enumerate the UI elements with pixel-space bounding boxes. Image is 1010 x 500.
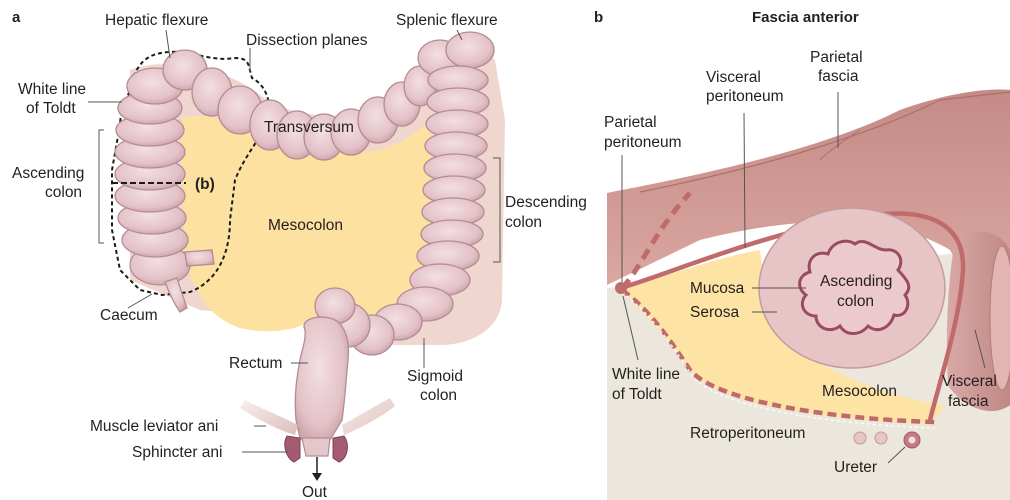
leader-hepatic-flexure [166, 30, 170, 58]
label-sigmoid-colon-2: colon [420, 387, 457, 404]
lymph-node-1 [854, 432, 866, 444]
label-hepatic-flexure: Hepatic flexure [105, 12, 208, 29]
label-rectum: Rectum [229, 355, 282, 372]
sphincter-ani-left [285, 436, 300, 462]
anal-canal [302, 438, 330, 456]
label-muscle-leviator-ani: Muscle leviator ani [90, 418, 218, 435]
label-splenic-flexure: Splenic flexure [396, 12, 498, 29]
label-caecum: Caecum [100, 307, 158, 324]
panel-a-letter: a [12, 9, 21, 26]
out-arrow-head [312, 473, 322, 481]
label-ascending-colon-1: Ascending [820, 273, 892, 290]
panel-b-letter: b [594, 9, 603, 26]
label-mucosa: Mucosa [690, 280, 745, 297]
label-visceral-fascia-2: fascia [948, 393, 989, 410]
lymph-node-2 [875, 432, 887, 444]
label-section-b: (b) [195, 176, 215, 193]
label-ureter: Ureter [834, 459, 877, 476]
label-ascending-colon-2: colon [837, 293, 874, 310]
label-mesocolon: Mesocolon [822, 383, 897, 400]
panel-b-title: Fascia anterior [752, 9, 859, 26]
label-serosa: Serosa [690, 304, 739, 321]
label-ascending-colon-2: colon [45, 184, 82, 201]
ileum-stub [185, 250, 214, 266]
ascending-colon-bracket [99, 130, 104, 243]
panel-a: a [12, 9, 587, 500]
label-visceral-peritoneum-1: Visceral [706, 69, 761, 86]
muscle-leviator-ani-left [240, 400, 298, 435]
label-visceral-peritoneum-2: peritoneum [706, 88, 784, 105]
rectum [295, 317, 348, 443]
label-white-line-toldt-1: White line [18, 81, 86, 98]
label-retroperitoneum: Retroperitoneum [690, 425, 805, 442]
visceral-fascia-tube-end [990, 246, 1010, 390]
label-parietal-peritoneum-1: Parietal [604, 114, 657, 131]
sphincter-ani-right [333, 436, 347, 462]
label-sphincter-ani: Sphincter ani [132, 444, 222, 461]
label-transversum: Transversum [264, 119, 354, 136]
label-white-line-toldt-2: of Toldt [26, 100, 76, 117]
label-white-line-toldt-1: White line [612, 366, 680, 383]
label-dissection-planes: Dissection planes [246, 32, 368, 49]
label-parietal-fascia-2: fascia [818, 68, 859, 85]
leader-caecum [128, 294, 152, 308]
ureter-lumen [909, 437, 916, 444]
label-descending-colon-2: colon [505, 214, 542, 231]
label-descending-colon-1: Descending [505, 194, 587, 211]
label-visceral-fascia-1: Visceral [942, 373, 997, 390]
label-white-line-toldt-2: of Toldt [612, 386, 662, 403]
label-ascending-colon-1: Ascending [12, 165, 84, 182]
panel-b: b Fascia anterior [594, 9, 1010, 500]
white-line-toldt-node [615, 282, 627, 294]
label-out: Out [302, 484, 328, 500]
ascending-colon-segments [115, 68, 190, 285]
label-mesocolon: Mesocolon [268, 217, 343, 234]
muscle-leviator-ani-right [342, 398, 395, 435]
label-sigmoid-colon-1: Sigmoid [407, 368, 463, 385]
label-parietal-peritoneum-2: peritoneum [604, 134, 682, 151]
label-parietal-fascia-1: Parietal [810, 49, 863, 66]
